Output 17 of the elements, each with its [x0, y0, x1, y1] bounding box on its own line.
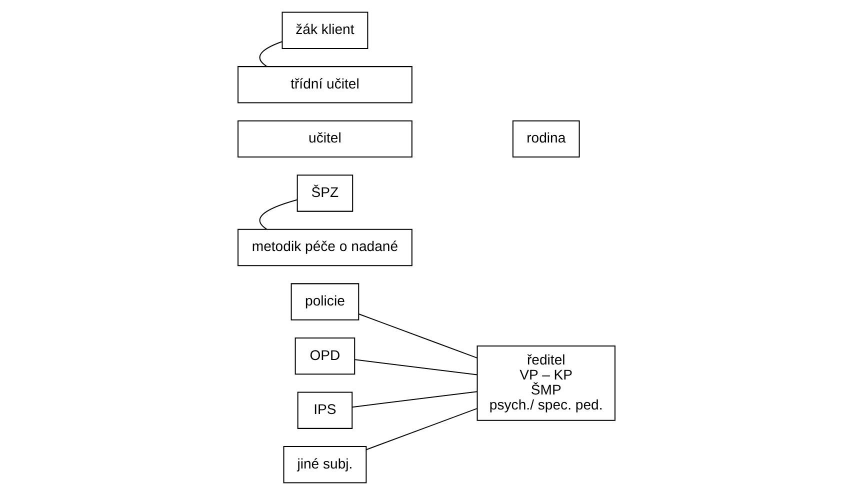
node-box: policie — [290, 283, 359, 320]
node-box: metodik péče o nadané — [237, 228, 412, 266]
node-box: jiné subj. — [282, 446, 366, 484]
connector — [354, 359, 477, 376]
connector — [366, 408, 477, 450]
node-box: ředitel VP – KP ŠMP psych./ spec. ped. — [476, 346, 615, 421]
connector — [258, 41, 282, 67]
node-box: OPD — [294, 337, 355, 375]
node-box: IPS — [296, 392, 352, 429]
connector — [352, 391, 477, 408]
node-box: rodina — [512, 120, 580, 158]
node-box: žák klient — [281, 12, 368, 49]
connector — [258, 199, 297, 230]
connector — [358, 314, 477, 358]
node-box: ŠPZ — [296, 174, 353, 212]
node-box: třídní učitel — [237, 66, 412, 104]
node-box: učitel — [237, 120, 412, 158]
